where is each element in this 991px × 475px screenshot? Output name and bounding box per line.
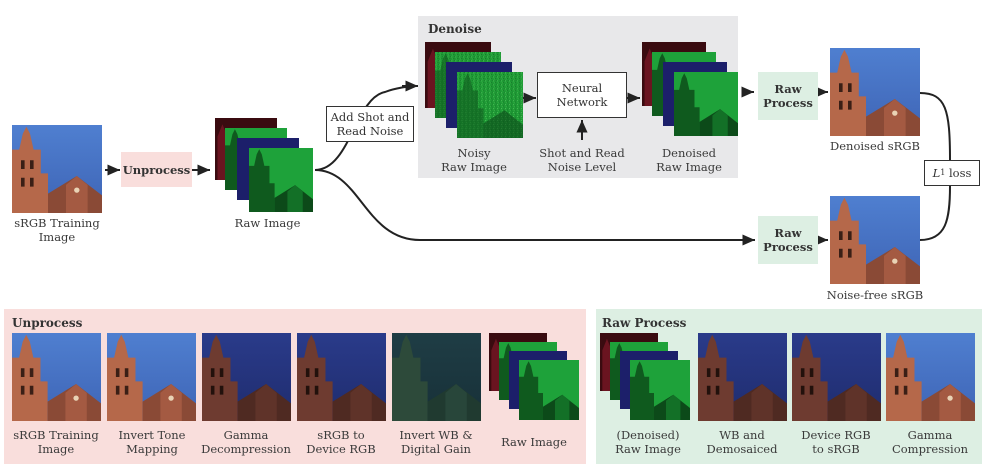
unprocess-step-2-label: Invert Tone Mapping xyxy=(118,428,186,456)
unprocess-step-4-label: sRGB to Device RGB xyxy=(306,428,376,456)
denoised-raw-label: Denoised Raw Image xyxy=(656,146,722,174)
add-noise-label: Add Shot and Read Noise xyxy=(330,110,410,138)
raw-process-panel-title: Raw Process xyxy=(602,316,687,330)
raw-image-label: Raw Image xyxy=(234,216,301,230)
raw-step-3-label: Device RGB to sRGB xyxy=(801,428,871,456)
unprocess-step-2-image xyxy=(107,333,196,421)
denoised-raw-stack xyxy=(642,42,742,140)
noisy-raw-stack xyxy=(425,42,525,140)
raw-step-2-label: WB and Demosaiced xyxy=(706,428,778,456)
raw-process-block-top: Raw Process xyxy=(758,72,818,120)
noisy-raw-label: Noisy Raw Image xyxy=(441,146,507,174)
unprocess-step-6-image xyxy=(489,333,581,425)
raw-step-1-image xyxy=(600,333,692,425)
unprocess-step-4-image xyxy=(297,333,386,421)
unprocess-block: Unprocess xyxy=(121,152,192,187)
unprocess-step-6-label: Raw Image xyxy=(501,435,567,449)
neural-network-box: Neural Network xyxy=(537,72,627,118)
raw-step-1-label: (Denoised) Raw Image xyxy=(615,428,681,456)
unprocess-step-5-label: Invert WB & Digital Gain xyxy=(399,428,473,456)
input-srgb-label: sRGB Training Image xyxy=(14,216,100,244)
unprocess-step-1-label: sRGB Training Image xyxy=(13,428,99,456)
l1-loss-prefix: L xyxy=(932,166,941,180)
raw-step-3-image xyxy=(792,333,881,421)
raw-process-block-bottom: Raw Process xyxy=(758,216,818,264)
noisefree-srgb-label: Noise-free sRGB xyxy=(826,288,924,302)
denoise-title: Denoise xyxy=(428,22,482,36)
noise-level-label: Shot and Read Noise Level xyxy=(539,146,625,174)
l1-loss-sub: 1 xyxy=(940,168,946,177)
unprocess-step-3-image xyxy=(202,333,291,421)
add-noise-box: Add Shot and Read Noise xyxy=(326,106,414,142)
raw-process-block-top-label: Raw Process xyxy=(763,82,813,110)
raw-process-block-bottom-label: Raw Process xyxy=(763,226,813,254)
neural-network-label: Neural Network xyxy=(556,81,608,109)
unprocess-step-3-label: Gamma Decompression xyxy=(201,428,291,456)
raw-step-4-image xyxy=(886,333,975,421)
unprocess-block-label: Unprocess xyxy=(122,162,191,177)
denoised-srgb-image xyxy=(830,48,920,136)
denoised-srgb-label: Denoised sRGB xyxy=(830,139,920,153)
unprocess-panel-title: Unprocess xyxy=(12,316,83,330)
unprocess-step-5-image xyxy=(392,333,481,421)
unprocess-step-1-image xyxy=(12,333,101,421)
raw-step-2-image xyxy=(698,333,787,421)
noisefree-srgb-image xyxy=(830,196,920,284)
raw-image-stack xyxy=(215,118,315,214)
l1-loss-suffix: loss xyxy=(945,166,972,180)
input-srgb-image xyxy=(12,125,102,213)
raw-step-4-label: Gamma Compression xyxy=(891,428,969,456)
